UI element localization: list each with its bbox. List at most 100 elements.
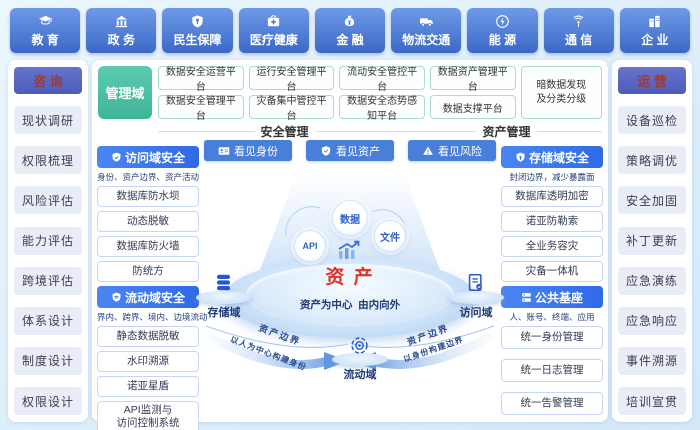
management-domain-section: 管理域 数据安全运营平台 运行安全管理平台 流动安全管控平台 数据资产管理平台 … (98, 66, 602, 140)
platform-data-security-ops[interactable]: 数据安全运营平台 (158, 66, 244, 93)
consult-item-policy-design[interactable]: 制度设计 (14, 346, 82, 375)
access-domain-header[interactable]: 访问域安全 (97, 146, 199, 168)
flow-domain-title: 流动域安全 (124, 290, 185, 305)
see-identity-button[interactable]: 看见身份 (204, 140, 292, 161)
operation-item-training[interactable]: 培训宣贯 (618, 387, 686, 415)
platform-situation-awareness[interactable]: 数据安全态势感知平台 (339, 95, 425, 122)
industry-label: 金 融 (336, 32, 364, 47)
see-risk-button[interactable]: 看见风险 (408, 140, 496, 161)
product-unified-identity[interactable]: 统一身份管理 (501, 326, 603, 349)
operation-item-trace[interactable]: 事件溯源 (618, 346, 686, 375)
flow-domain-label: 流动域 (343, 369, 377, 381)
product-api-monitor-access-control[interactable]: API监测与 访问控制系统 (97, 401, 199, 430)
industry-finance[interactable]: 金 融 (314, 8, 386, 53)
product-watermark-trace[interactable]: 水印溯源 (97, 351, 199, 372)
operation-item-patch-update[interactable]: 补丁更新 (618, 226, 686, 255)
common-base-subtitle: 人、账号、终端、应用 (509, 312, 595, 322)
storage-domain-title: 存储域安全 (528, 150, 589, 165)
asset-mgmt-label: 资产管理 (482, 125, 531, 139)
platform-dr-central-control[interactable]: 灾备集中管控平台 (248, 95, 335, 122)
data-bubble: 数据 (332, 200, 368, 236)
platform-grid: 数据安全运营平台 运行安全管理平台 流动安全管控平台 数据资产管理平台 暗数据发… (158, 66, 602, 122)
product-dr-appliance[interactable]: 灾备一体机 (501, 261, 603, 282)
common-base-header[interactable]: 公共基座 (501, 286, 603, 308)
access-domain-title: 访问域安全 (124, 150, 185, 165)
document-icon (468, 274, 482, 291)
main-panel: 管理域 数据安全运营平台 运行安全管理平台 流动安全管控平台 数据资产管理平台 … (92, 60, 608, 430)
product-noah-anti-ransom[interactable]: 诺亚防勒索 (501, 211, 603, 232)
industry-energy[interactable]: 能 源 (467, 8, 538, 53)
industry-healthcare[interactable]: 医疗健康 (238, 8, 309, 53)
storage-domain-subtitle: 封闭边界，减少暴露面 (509, 172, 595, 182)
energy-icon (496, 14, 509, 28)
product-noah-star-shield[interactable]: 诺亚星盾 (97, 376, 199, 397)
product-static-masking[interactable]: 静态数据脱敏 (97, 326, 199, 347)
product-db-watertight-dam[interactable]: 数据库防水坝 (97, 186, 199, 207)
operation-item-response[interactable]: 应急响应 (618, 306, 686, 335)
product-unified-log[interactable]: 统一日志管理 (501, 359, 603, 382)
operation-item-hardening[interactable]: 安全加固 (618, 186, 686, 215)
platform-data-security-mgmt[interactable]: 数据安全管理平台 (158, 95, 244, 122)
industry-label: 医疗健康 (249, 32, 298, 47)
visibility-buttons: 看见身份 看见资产 看见风险 (202, 140, 498, 161)
see-identity-label: 看见身份 (234, 145, 278, 158)
industry-bar: 教 育 政 务 民生保障 医疗健康 金 融 物流交通 能 源 通 信 (10, 8, 690, 53)
asset-core-label: 资 产 (325, 267, 375, 288)
platform-data-support[interactable]: 数据支撑平台 (429, 95, 516, 119)
consult-item-capability-assess[interactable]: 能力评估 (14, 226, 82, 255)
operation-header: 运 营 (618, 67, 686, 94)
consult-item-risk-assess[interactable]: 风险评估 (14, 186, 82, 215)
industry-enterprise[interactable]: 企 业 (619, 8, 690, 53)
product-dynamic-masking[interactable]: 动态脱敏 (97, 211, 199, 232)
graduation-cap-icon (38, 15, 52, 25)
storage-domain-label: 存储域 (207, 307, 241, 319)
consult-item-survey[interactable]: 现状调研 (14, 106, 82, 135)
government-building-icon (115, 15, 127, 27)
industry-government[interactable]: 政 务 (86, 8, 157, 53)
industry-logistics[interactable]: 物流交通 (391, 8, 462, 53)
see-asset-label: 看见资产 (336, 145, 380, 158)
truck-icon (419, 17, 433, 27)
access-domain-label: 访问域 (459, 307, 493, 319)
product-anti-statistics[interactable]: 防统方 (97, 261, 199, 282)
access-domain-pad (448, 291, 504, 304)
file-bubble: 文件 (374, 220, 406, 252)
industry-label: 能 源 (488, 32, 517, 47)
industry-livelihood[interactable]: 民生保障 (162, 8, 233, 53)
consult-header: 咨 询 (14, 67, 82, 94)
flow-domain-subtitle: 界内、跨界、境内、边境流动 (97, 312, 208, 322)
operation-item-device-inspect[interactable]: 设备巡检 (618, 106, 686, 135)
product-full-business-dr[interactable]: 全业务容灾 (501, 236, 603, 257)
platform-dark-data-discovery[interactable]: 暗数据发现 及分类分级 (520, 66, 602, 119)
industry-education[interactable]: 教 育 (10, 8, 81, 53)
product-db-transparent-encryption[interactable]: 数据库透明加密 (501, 186, 603, 207)
database-icon (216, 274, 231, 291)
consult-item-crossborder-assess[interactable]: 跨境评估 (14, 266, 82, 295)
product-unified-alert[interactable]: 统一告警管理 (501, 392, 603, 415)
industry-label: 教 育 (31, 32, 59, 47)
consult-item-permission-design[interactable]: 权限设计 (14, 387, 82, 415)
common-base-panel: 公共基座 人、账号、终端、应用 统一身份管理 统一日志管理 统一告警管理 (501, 286, 603, 425)
flow-domain-header[interactable]: 流动域安全 (97, 286, 199, 308)
platform-flow-control[interactable]: 流动安全管控平台 (339, 66, 425, 93)
consult-item-system-design[interactable]: 体系设计 (14, 306, 82, 335)
gear-sync-icon (351, 337, 368, 354)
see-asset-button[interactable]: 看见资产 (306, 140, 394, 161)
medkit-icon (268, 14, 280, 26)
storage-domain-header[interactable]: 存储域安全 (501, 146, 603, 168)
flow-domain-pad (332, 353, 388, 366)
industry-label: 物流交通 (402, 32, 451, 47)
industry-telecom[interactable]: 通 信 (543, 8, 614, 53)
product-db-firewall[interactable]: 数据库防火墙 (97, 236, 199, 257)
shield-small-icon (321, 145, 331, 156)
see-risk-label: 看见风险 (438, 145, 482, 158)
platform-data-asset-mgmt[interactable]: 数据资产管理平台 (429, 66, 516, 93)
buildings-icon (649, 15, 661, 27)
consult-item-permission-sorting[interactable]: 权限梳理 (14, 146, 82, 175)
operation-item-policy-tuning[interactable]: 策略调优 (618, 146, 686, 175)
operation-sidebar: 运 营 设备巡检 策略调优 安全加固 补丁更新 应急演练 应急响应 事件溯源 培… (612, 60, 692, 422)
operation-item-drill[interactable]: 应急演练 (618, 266, 686, 295)
platform-runtime-security[interactable]: 运行安全管理平台 (248, 66, 335, 93)
api-bubble: API (294, 230, 326, 262)
